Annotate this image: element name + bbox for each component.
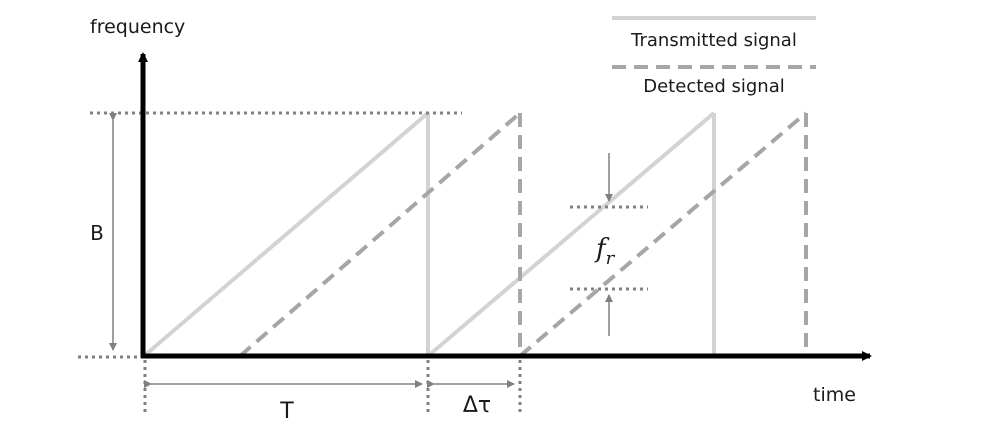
beat-frequency-subscript: r <box>606 248 616 269</box>
y-axis-label: frequency <box>90 16 185 38</box>
transmitted-ramp-2 <box>426 111 716 358</box>
detected-signal <box>238 111 808 358</box>
legend: Transmitted signal Detected signal <box>612 16 816 97</box>
beat-frequency-label: fr <box>594 234 616 269</box>
bandwidth-label: B <box>90 221 104 245</box>
transmitted-signal <box>142 111 716 358</box>
legend-detected-label: Detected signal <box>643 76 785 97</box>
x-axis-label: time <box>813 384 856 406</box>
detected-ramp-2 <box>518 111 808 358</box>
axes <box>138 52 872 361</box>
transmitted-ramp-1 <box>142 111 430 358</box>
guide-lines <box>78 111 648 415</box>
period-label: T <box>279 399 294 424</box>
detected-ramp-1 <box>238 111 522 358</box>
delay-label: Δτ <box>463 393 491 418</box>
dimension-arrows <box>109 113 613 388</box>
legend-transmitted-label: Transmitted signal <box>630 30 797 51</box>
